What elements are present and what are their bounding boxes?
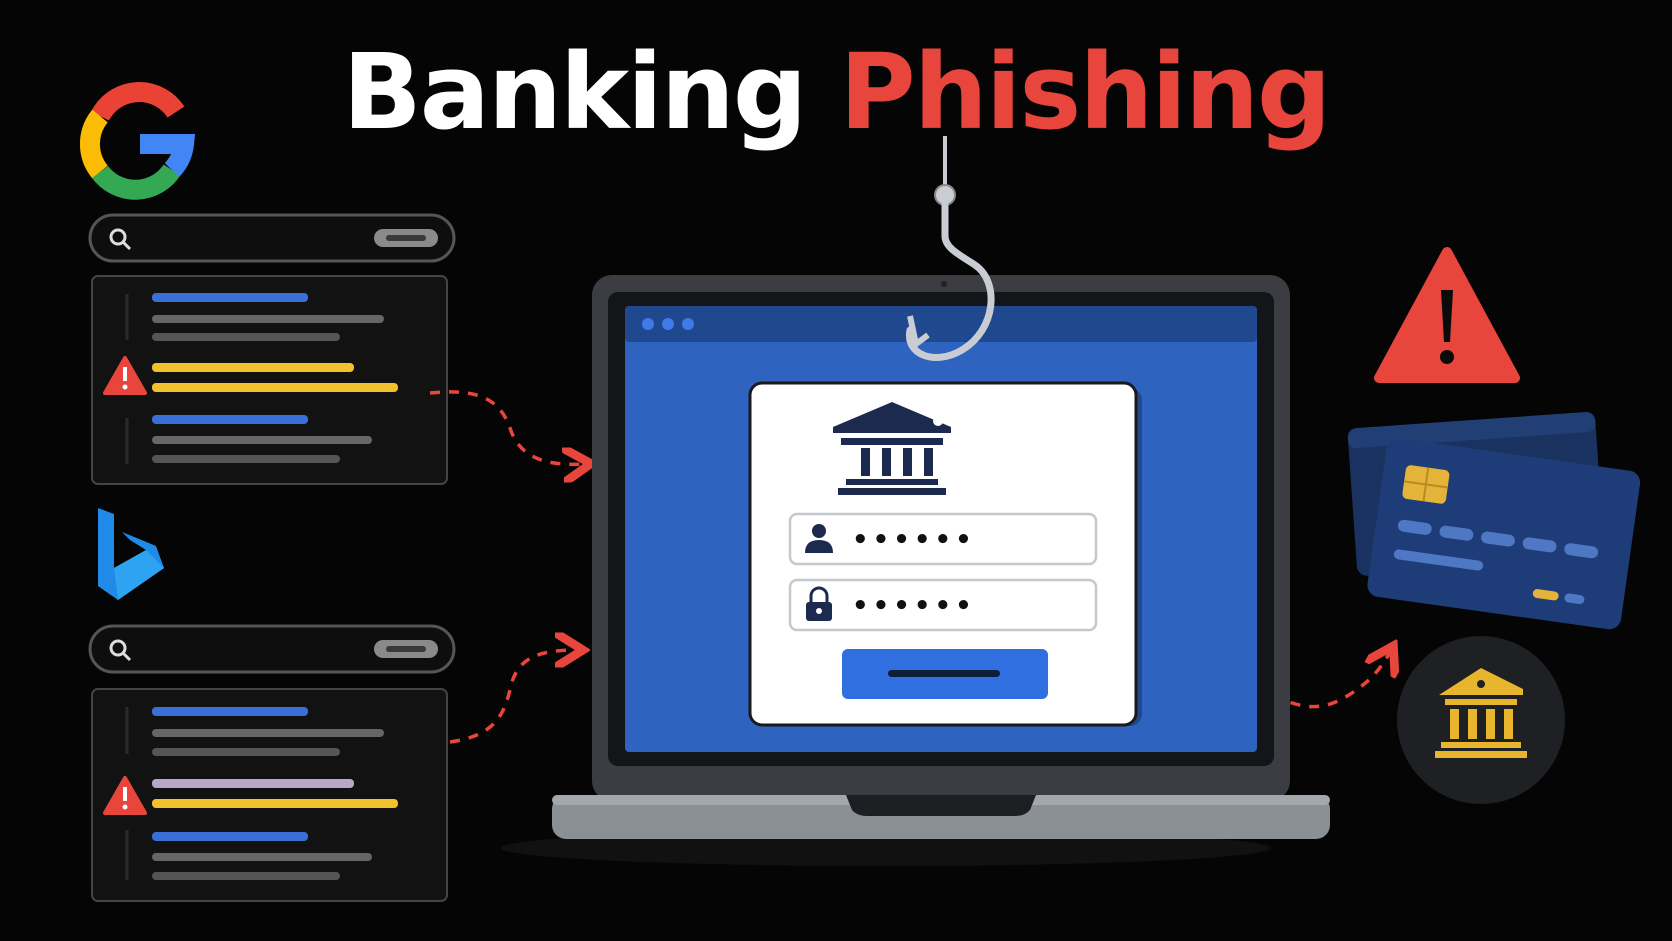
result-title-line[interactable] [152, 415, 308, 424]
title-word-banking: Banking [342, 31, 808, 153]
password-field[interactable]: •••••• [788, 578, 1098, 632]
search-icon [109, 639, 132, 662]
result-title-line[interactable] [152, 293, 308, 302]
username-value: •••••• [852, 525, 976, 555]
google-logo-icon [80, 82, 196, 200]
bank-badge [1397, 636, 1565, 804]
search-bar-bing[interactable] [88, 624, 456, 674]
warning-triangle-icon [1374, 247, 1520, 383]
result-title-line[interactable] [152, 832, 308, 841]
bank-building-icon [1435, 668, 1527, 758]
window-control-dot[interactable] [662, 318, 674, 330]
redirect-arrow-2 [449, 650, 576, 744]
user-icon [805, 524, 833, 553]
username-field[interactable]: •••••• [788, 512, 1098, 566]
warning-triangle-icon [103, 356, 147, 395]
page-title: Banking Phishing [0, 40, 1672, 144]
fake-bank-login-form: •••••• •••••• [748, 381, 1142, 727]
lock-icon [806, 586, 832, 621]
search-results-google [91, 275, 448, 485]
title-word-phishing: Phishing [839, 31, 1332, 153]
search-bar-google[interactable] [88, 213, 456, 263]
window-control-dot[interactable] [682, 318, 694, 330]
credit-card-icon [1347, 411, 1641, 630]
malicious-result-title-line[interactable] [152, 779, 354, 788]
login-button[interactable] [842, 649, 1048, 699]
redirect-arrow-1 [429, 390, 584, 464]
warning-triangle-icon [103, 776, 147, 815]
search-icon [109, 228, 132, 251]
fishing-hook-icon [906, 136, 995, 361]
result-title-line[interactable] [152, 707, 308, 716]
bank-building-icon [833, 402, 951, 495]
bing-logo-icon [98, 508, 164, 600]
window-control-dot[interactable] [642, 318, 654, 330]
search-results-bing [91, 688, 448, 902]
password-value: •••••• [852, 591, 976, 621]
malicious-result-title-line[interactable] [152, 363, 354, 372]
